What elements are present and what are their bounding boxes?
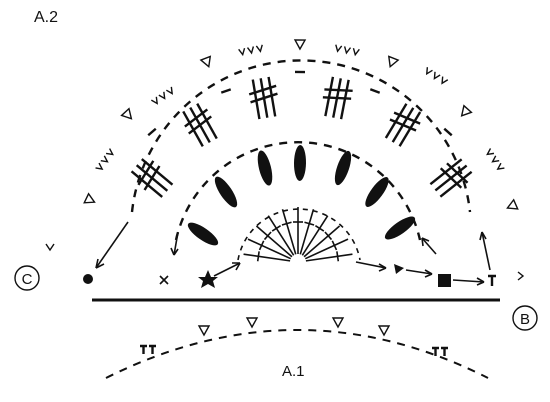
vvv-group (150, 86, 174, 105)
inner-stitches (243, 207, 353, 262)
middle-dashed-arc (174, 141, 422, 241)
dash-mark (369, 88, 381, 94)
svg-text:C: C (22, 271, 33, 288)
inner-stitch (281, 209, 297, 255)
svg-text:B: B (520, 311, 530, 328)
chain-triangle (120, 107, 133, 120)
tt-stitch (140, 344, 156, 354)
treble-group (429, 158, 473, 198)
inner-stitch (301, 215, 329, 256)
outer-dashed-arc (130, 59, 472, 213)
inner-stitch-bar (281, 221, 292, 226)
chain-triangle (83, 192, 96, 204)
treble-group (322, 76, 353, 120)
inner-stitch-bar (331, 240, 338, 251)
treble-ring (130, 76, 473, 198)
lower-ring (140, 317, 448, 356)
inner-stitch-bar (256, 251, 260, 262)
marker-b: B (512, 305, 538, 331)
v-right (517, 271, 525, 281)
v-left (45, 243, 55, 252)
chain-triangle (460, 104, 473, 117)
puff (293, 145, 307, 181)
lower-dashed-arc (105, 329, 489, 379)
inner-stitch (243, 253, 291, 262)
inner-stitch (299, 209, 315, 255)
vvv-group (335, 44, 360, 57)
treble-group (384, 103, 422, 147)
single-crochet-x (159, 275, 169, 285)
slip-stitch-dot (83, 274, 93, 284)
chart-title: A.2 (34, 9, 58, 26)
vvv-group (95, 148, 114, 170)
treble-group (182, 103, 218, 147)
small-triangle-filled (394, 264, 404, 274)
start-row (45, 221, 525, 288)
arrow-to-dot (95, 221, 129, 269)
inner-stitch-bar (263, 231, 272, 241)
dash-mark (147, 127, 157, 137)
dash-mark (443, 127, 453, 137)
chart-subtitle: A.1 (282, 363, 305, 380)
inner-stitch (303, 225, 341, 258)
marker-c: C (14, 265, 40, 291)
puff (334, 150, 352, 186)
chain-triangle (199, 55, 212, 69)
puff (257, 150, 273, 186)
puff (214, 176, 238, 208)
chain-triangle (387, 55, 400, 68)
puff (187, 222, 219, 246)
chain-triangle (377, 325, 391, 337)
inner-stitch (255, 225, 293, 258)
tt-stitch (432, 346, 448, 356)
inner-stitch (304, 238, 349, 260)
inner-stitch-bar (258, 240, 265, 251)
filled-square (438, 274, 451, 287)
inner-stitch (247, 238, 292, 260)
chain-triangle (245, 317, 259, 329)
puff (365, 177, 389, 207)
inner-stitch (305, 253, 353, 262)
outer-ring (83, 39, 519, 210)
inner-stitch-bar (336, 251, 340, 262)
treble-group (130, 158, 174, 198)
inner-stitch-bar (314, 224, 325, 232)
chain-triangle (331, 317, 345, 329)
treble-group (248, 76, 278, 120)
puff (384, 216, 416, 240)
inner-dashed-arc (237, 208, 361, 261)
vvv-group (238, 44, 263, 57)
chain-triangle (197, 325, 211, 337)
inner-stitch-bar (304, 221, 315, 226)
puff-ring (187, 145, 416, 246)
inner-stitch-bar (324, 231, 333, 241)
chain-triangle (506, 198, 519, 210)
inner-stitch-bar (271, 224, 282, 232)
dash-mark (220, 88, 232, 94)
inner-stitch (267, 215, 295, 256)
start-star (198, 270, 218, 288)
t-stitch (488, 274, 496, 286)
vvv-group (425, 67, 449, 85)
vvv-group (486, 148, 505, 170)
chain-triangle (293, 39, 307, 51)
